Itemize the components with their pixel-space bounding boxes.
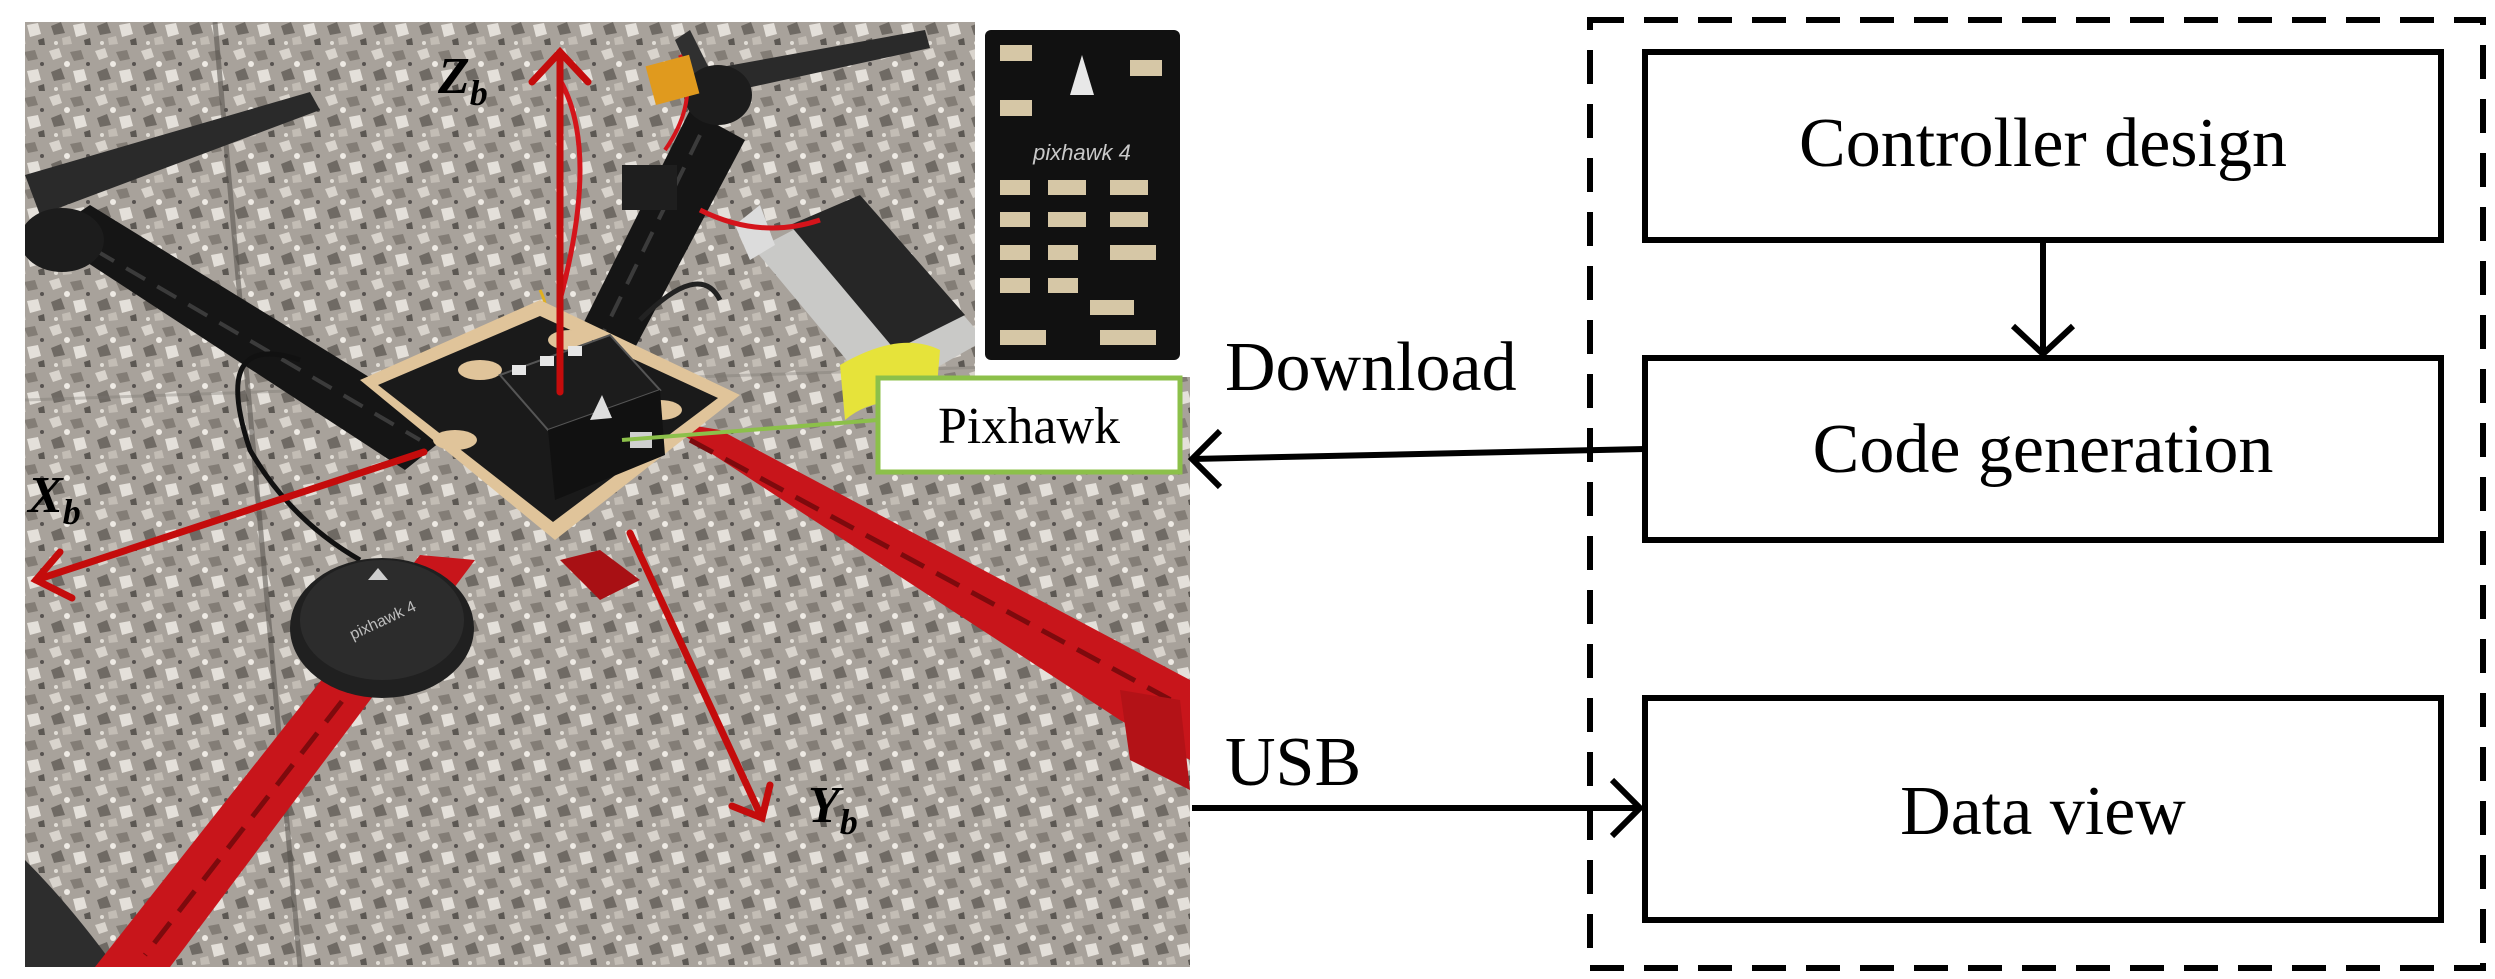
pixhawk-board-inset: pixhawk 4: [975, 22, 1190, 377]
arrow-design-to-codegen: [2010, 240, 2076, 359]
block-controller-design: Controller design: [1642, 49, 2444, 243]
y-axis-label: Yb: [808, 777, 858, 842]
board-print: pixhawk 4: [1032, 140, 1131, 165]
z-axis-label: Zb: [437, 48, 488, 113]
pixhawk-callout-box: [875, 375, 1183, 475]
x-axis-arrow: [32, 448, 428, 584]
propeller-back-left: [25, 92, 320, 215]
download-label: Download: [1225, 329, 1517, 406]
propeller-front-left: [25, 860, 115, 967]
y-axis-arrowhead: [728, 781, 774, 823]
body-axes: [30, 46, 774, 823]
pc-dashed-boundary: [1587, 17, 2486, 971]
controller-design-label: Controller design: [1799, 105, 2287, 182]
x-axis-label: Xb: [26, 467, 81, 532]
flight-controller-board: [498, 333, 665, 500]
arrow-download: [1187, 428, 1646, 490]
callout-leader-line: [621, 418, 879, 442]
data-view-label: Data view: [1900, 773, 2186, 850]
block-data-view: Data view: [1642, 695, 2444, 923]
power-connector: [645, 54, 700, 106]
x-axis-arrowhead: [30, 548, 76, 602]
gps-module: pixhawk 4: [290, 558, 474, 698]
esc-module: [622, 165, 677, 210]
pixhawk-callout-label: Pixhawk: [938, 398, 1120, 455]
code-generation-label: Code generation: [1813, 411, 2274, 488]
usb-label: USB: [1225, 724, 1361, 801]
drone-photo: pixhawk 4 pixhawk 4: [25, 22, 1190, 967]
arrow-usb: [1192, 777, 1645, 839]
z-axis-arrowhead: [528, 46, 592, 86]
block-code-generation: Code generation: [1642, 355, 2444, 543]
y-axis-arrow: [626, 529, 766, 822]
